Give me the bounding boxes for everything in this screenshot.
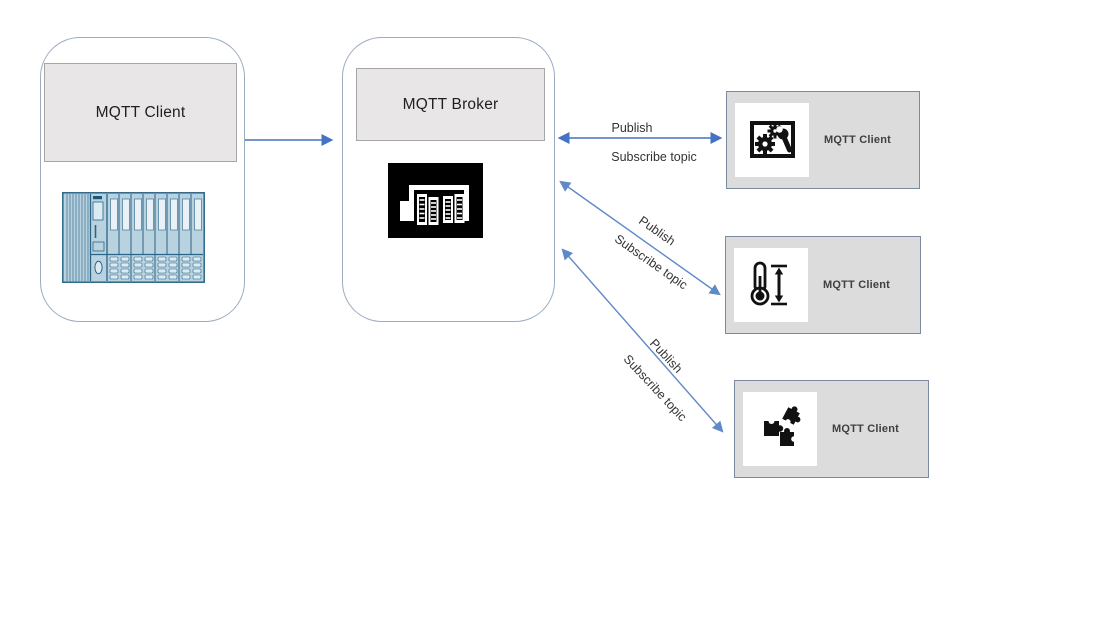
left-client-title: MQTT Client — [95, 103, 186, 121]
client-label-1: MQTT Client — [824, 134, 891, 146]
left-client-header: MQTT Client — [44, 63, 237, 162]
plc-rack-image — [62, 192, 205, 283]
broker-header: MQTT Broker — [356, 68, 545, 141]
client-box-1: MQTT Client — [726, 91, 920, 189]
client-box-2: MQTT Client — [725, 236, 921, 334]
client-label-2: MQTT Client — [823, 279, 890, 291]
puzzle-pieces-icon — [764, 406, 801, 446]
data-center-logo — [388, 163, 483, 238]
client-label-3: MQTT Client — [832, 423, 899, 435]
thermometer-range-icon — [750, 261, 787, 306]
broker-title: MQTT Broker — [402, 95, 499, 113]
publish-label-1: Publish — [611, 121, 653, 135]
subscribe-label-1: Subscribe topic — [611, 150, 697, 164]
client-icon-tile-1 — [735, 103, 809, 177]
settings-wrench-icon — [750, 121, 795, 158]
client-icon-tile-2 — [734, 248, 808, 322]
client-icon-tile-3 — [743, 392, 817, 466]
client-box-3: MQTT Client — [734, 380, 929, 478]
edge-broker-to-client-2 — [559, 180, 721, 296]
edge-broker-to-client-3 — [561, 248, 724, 433]
